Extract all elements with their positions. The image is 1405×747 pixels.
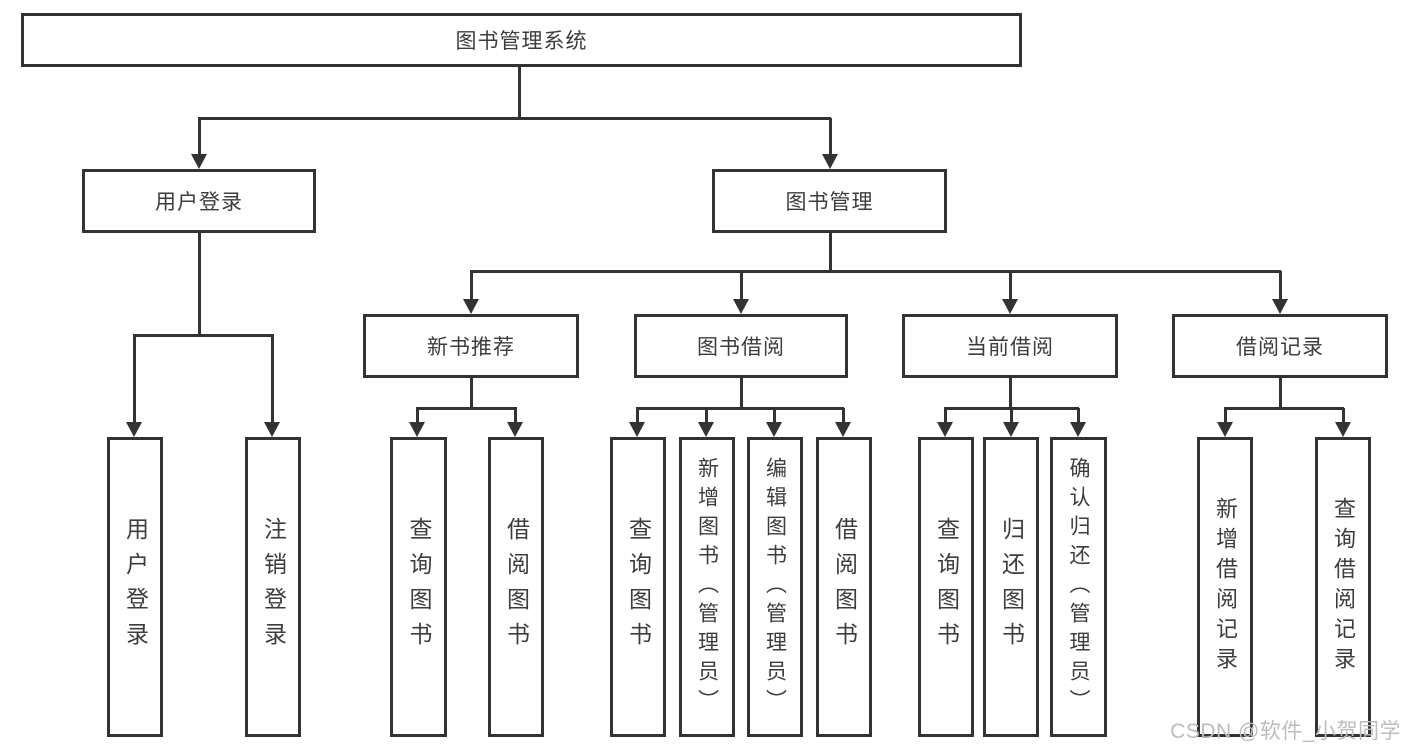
leaf-return-books: 归还图书 xyxy=(983,437,1039,737)
node-new-book-recommend: 新书推荐 xyxy=(363,314,579,378)
node-user-login: 用户登录 xyxy=(82,169,316,233)
arrow-down-icon xyxy=(733,299,749,314)
connector-line xyxy=(1224,407,1344,410)
connector-line xyxy=(1224,408,1227,424)
connector-line xyxy=(1077,408,1080,424)
leaf-add-borrow-record: 新增借阅记录 xyxy=(1197,437,1253,737)
connector-line xyxy=(636,407,844,410)
leaf-borrow-books: 借阅图书 xyxy=(816,437,872,737)
leaf-confirm-return-admin: 确认归还（管理员） xyxy=(1050,437,1107,737)
connector-line xyxy=(133,335,136,424)
node-borrow-records: 借阅记录 xyxy=(1172,314,1388,378)
node-book-management: 图书管理 xyxy=(712,169,947,233)
arrow-down-icon xyxy=(191,154,207,169)
connector-line xyxy=(705,408,708,424)
arrow-down-icon xyxy=(409,422,425,437)
connector-line xyxy=(1342,408,1345,424)
connector-line xyxy=(1279,378,1282,409)
arrow-down-icon xyxy=(507,422,523,437)
connector-line xyxy=(514,408,517,424)
connector-line xyxy=(133,334,274,337)
arrow-down-icon xyxy=(1003,422,1019,437)
arrow-down-icon xyxy=(937,422,953,437)
connector-line xyxy=(740,271,743,301)
leaf-recommend-query-books: 查询图书 xyxy=(390,437,447,737)
arrow-down-icon xyxy=(629,422,645,437)
connector-line xyxy=(829,118,832,156)
connector-line xyxy=(1010,408,1013,424)
arrow-down-icon xyxy=(264,422,280,437)
connector-line xyxy=(944,408,947,424)
connector-line xyxy=(416,407,517,410)
leaf-current-query-books: 查询图书 xyxy=(918,437,974,737)
node-book-borrow: 图书借阅 xyxy=(634,314,848,378)
connector-line xyxy=(1009,378,1012,409)
arrow-down-icon xyxy=(835,422,851,437)
connector-line xyxy=(636,408,639,424)
node-current-borrow: 当前借阅 xyxy=(902,314,1118,378)
arrow-down-icon xyxy=(1217,422,1233,437)
arrow-down-icon xyxy=(1002,299,1018,314)
leaf-edit-books-admin: 编辑图书（管理员） xyxy=(747,437,803,737)
leaf-add-books-admin: 新增图书（管理员） xyxy=(679,437,735,737)
connector-line xyxy=(829,233,832,272)
connector-line xyxy=(198,117,831,120)
arrow-down-icon xyxy=(698,422,714,437)
leaf-borrow-query-books: 查询图书 xyxy=(610,437,666,737)
connector-line xyxy=(773,408,776,424)
connector-line xyxy=(842,408,845,424)
leaf-user-login: 用户登录 xyxy=(107,437,163,737)
arrow-down-icon xyxy=(1272,299,1288,314)
connector-line xyxy=(1009,271,1012,301)
arrow-down-icon xyxy=(126,422,142,437)
arrow-down-icon xyxy=(463,299,479,314)
leaf-recommend-borrow-books: 借阅图书 xyxy=(488,437,544,737)
arrow-down-icon xyxy=(822,154,838,169)
connector-line xyxy=(740,378,743,409)
connector-line xyxy=(198,233,201,337)
connector-line xyxy=(470,270,1281,273)
leaf-query-borrow-record: 查询借阅记录 xyxy=(1315,437,1371,737)
connector-line xyxy=(1279,271,1282,301)
arrow-down-icon xyxy=(766,422,782,437)
arrow-down-icon xyxy=(1070,422,1086,437)
node-library-management-system: 图书管理系统 xyxy=(21,13,1022,67)
connector-line xyxy=(470,378,473,409)
connector-line xyxy=(518,66,521,118)
leaf-logout: 注销登录 xyxy=(245,437,301,737)
arrow-down-icon xyxy=(1335,422,1351,437)
connector-line xyxy=(470,271,473,301)
connector-line xyxy=(416,408,419,424)
connector-line xyxy=(271,335,274,424)
csdn-watermark: CSDN @软件_小贺同学 xyxy=(1170,720,1401,743)
connector-line xyxy=(198,118,201,156)
